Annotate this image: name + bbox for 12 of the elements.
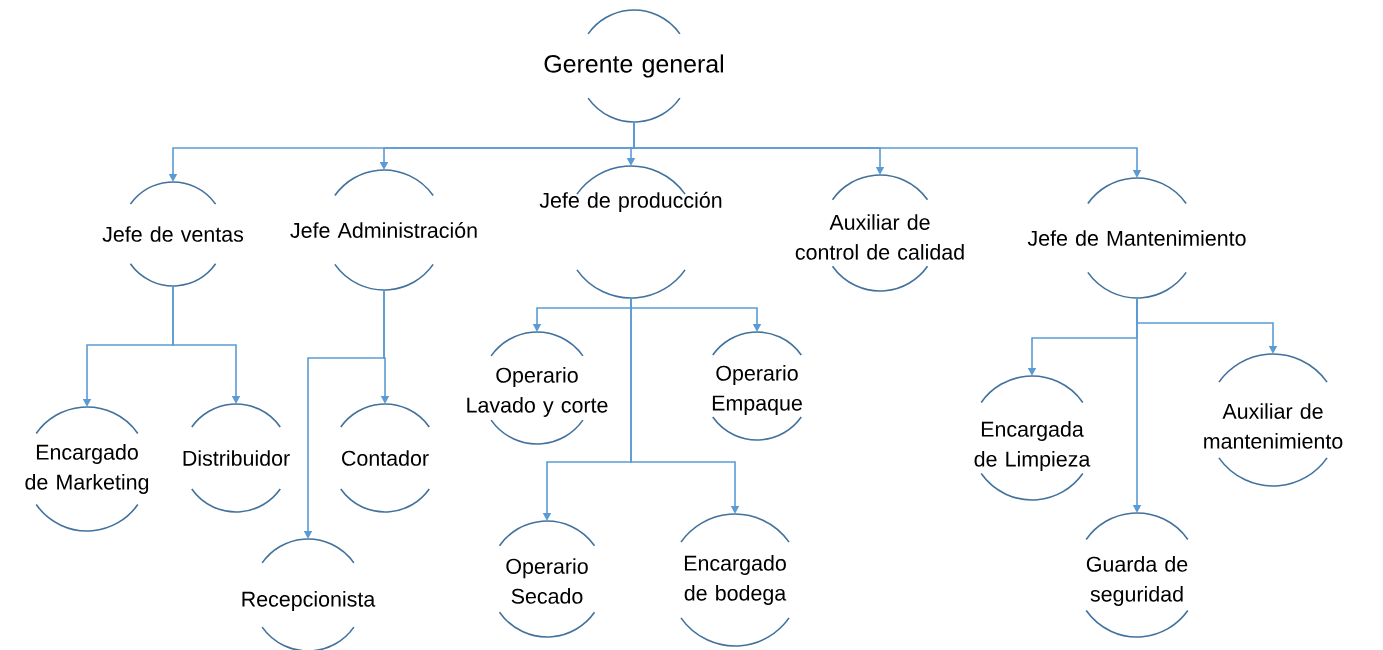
circle-node: Recepcionista [242, 538, 376, 650]
circle-node: Encargada de Limpieza [974, 375, 1091, 501]
circle-node: Auxiliar de mantenimiento [1204, 353, 1343, 487]
circle-node: Encargado de Marketing [25, 406, 149, 532]
circle-node: Gerente general [544, 9, 723, 123]
circle-node: Jefe de ventas [102, 181, 244, 287]
circle-node: Auxiliar de control de calidad [795, 174, 964, 292]
circle-node: Jefe Administración [290, 169, 477, 291]
circle-node: Jefe de producción [539, 165, 722, 299]
circle-node: Operario Lavado y corte [467, 331, 608, 445]
circle-node: Distribuidor [183, 403, 290, 513]
circle-node: Jefe de Mantenimiento [1027, 177, 1246, 299]
